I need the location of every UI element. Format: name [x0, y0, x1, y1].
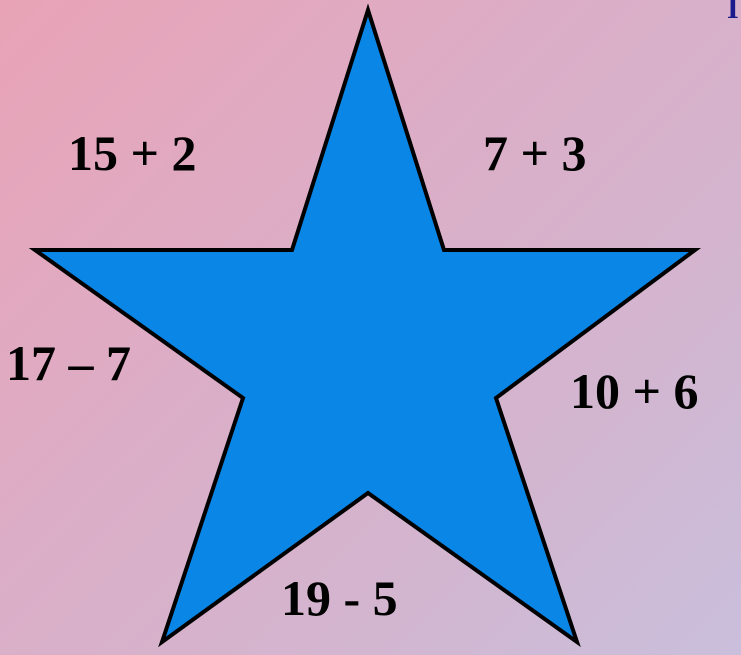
- expression-top-left: 15 + 2: [68, 125, 197, 181]
- expression-left: 17 – 7: [6, 335, 131, 391]
- expression-bottom: 19 - 5: [281, 570, 398, 626]
- expression-top-right: 7 + 3: [483, 125, 587, 181]
- star-icon: [28, 3, 702, 648]
- expression-right: 10 + 6: [570, 363, 699, 419]
- corner-letter: I: [727, 0, 739, 25]
